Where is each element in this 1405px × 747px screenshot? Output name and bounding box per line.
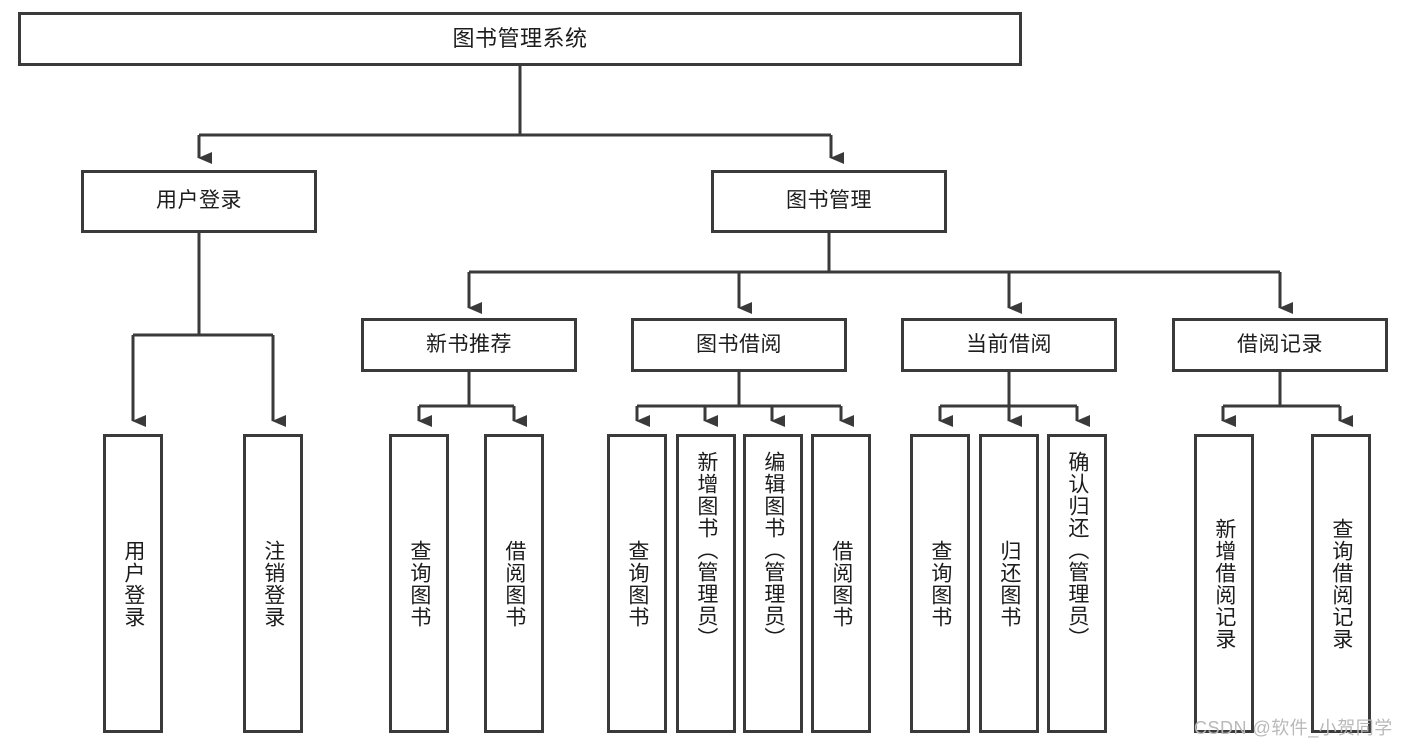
node-label: 查询图书: [625, 539, 649, 628]
leaf-new-book-query-book[interactable]: 查询图书: [389, 434, 449, 733]
leaf-borrow-record-query-record[interactable]: 查询借阅记录: [1311, 434, 1371, 733]
leaf-borrow-record-add-record[interactable]: 新增借阅记录: [1194, 434, 1254, 733]
node-label: 借阅记录: [1237, 332, 1323, 356]
node-label: 新书推荐: [426, 332, 512, 356]
node-current-borrow[interactable]: 当前借阅: [901, 318, 1117, 372]
leaf-book-borrow-query-book[interactable]: 查询图书: [607, 434, 667, 733]
node-label: 查询图书: [407, 539, 431, 628]
node-label: 图书借阅: [696, 332, 782, 356]
leaf-book-borrow-borrow-book[interactable]: 借阅图书: [811, 434, 871, 733]
node-label: 图书管理: [786, 189, 872, 213]
node-label: 确认归还（管理员）: [1065, 451, 1089, 649]
node-user-login[interactable]: 用户登录: [81, 170, 317, 233]
node-label: 查询图书: [928, 539, 952, 628]
node-label: 归还图书: [997, 539, 1021, 628]
node-label: 新增图书（管理员）: [694, 451, 718, 649]
node-label: 查询借阅记录: [1329, 517, 1353, 650]
node-new-book-recommend[interactable]: 新书推荐: [361, 318, 577, 372]
leaf-current-borrow-confirm-return-admin[interactable]: 确认归还（管理员）: [1047, 434, 1107, 733]
leaf-current-borrow-query-book[interactable]: 查询图书: [910, 434, 970, 733]
leaf-current-borrow-return-book[interactable]: 归还图书: [979, 434, 1039, 733]
node-label: 用户登录: [156, 189, 242, 213]
leaf-new-book-borrow-book[interactable]: 借阅图书: [484, 434, 544, 733]
node-label: 当前借阅: [966, 332, 1052, 356]
node-label: 用户登录: [121, 539, 145, 628]
node-book-management[interactable]: 图书管理: [711, 170, 947, 233]
node-label: 新增借阅记录: [1212, 517, 1236, 650]
leaf-user-login-login[interactable]: 用户登录: [103, 434, 163, 733]
node-label: 借阅图书: [502, 539, 526, 628]
node-label: 借阅图书: [829, 539, 853, 628]
watermark-credit: CSDN @软件_小贺同学: [1194, 718, 1393, 738]
node-label: 编辑图书（管理员）: [761, 451, 785, 649]
node-label: 注销登录: [261, 539, 285, 628]
node-root-library-management-system[interactable]: 图书管理系统: [18, 12, 1022, 66]
leaf-user-login-logout[interactable]: 注销登录: [243, 434, 303, 733]
leaf-book-borrow-edit-book-admin[interactable]: 编辑图书（管理员）: [743, 434, 803, 733]
node-label: 图书管理系统: [452, 26, 588, 52]
node-borrow-record[interactable]: 借阅记录: [1172, 318, 1388, 372]
leaf-book-borrow-add-book-admin[interactable]: 新增图书（管理员）: [676, 434, 736, 733]
node-book-borrow[interactable]: 图书借阅: [631, 318, 847, 372]
